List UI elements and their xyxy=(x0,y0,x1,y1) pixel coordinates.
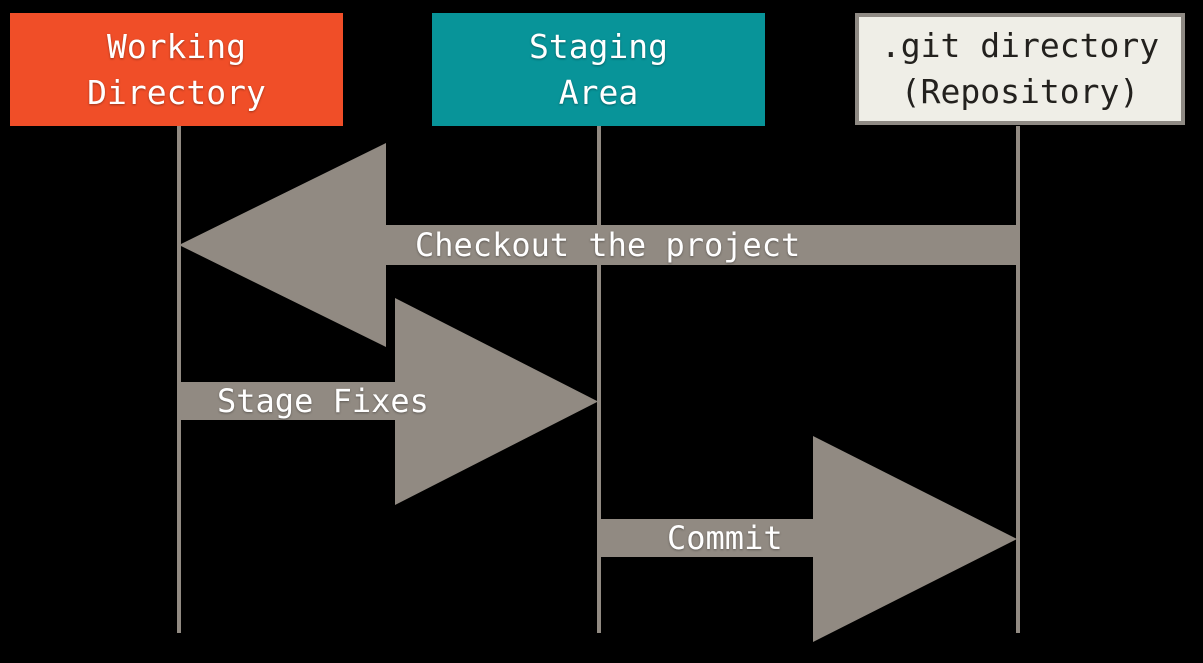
checkout-arrow-label: Checkout the project xyxy=(415,226,801,264)
working-directory-box: Working Directory xyxy=(10,13,343,126)
stage-fixes-arrow-label: Stage Fixes xyxy=(217,382,429,420)
staging-area-label-line2: Area xyxy=(558,72,639,112)
commit-arrowhead-icon xyxy=(813,436,1017,642)
commit-arrow-label: Commit xyxy=(667,519,783,557)
checkout-arrow-shaft xyxy=(385,225,1017,265)
working-directory-lifeline xyxy=(177,126,181,633)
staging-area-box: Staging Area xyxy=(432,13,765,126)
git-directory-label-line1: .git directory xyxy=(880,26,1160,65)
stage-fixes-arrow-shaft xyxy=(179,382,396,420)
git-directory-lifeline xyxy=(1016,126,1020,633)
commit-arrow-shaft xyxy=(599,519,814,557)
working-directory-label-line2: Directory xyxy=(87,72,266,112)
git-directory-label-line2: (Repository) xyxy=(900,72,1140,111)
git-directory-box: .git directory (Repository) xyxy=(855,13,1185,125)
working-directory-label-line1: Working xyxy=(106,26,247,66)
staging-area-label-line1: Staging xyxy=(528,26,669,66)
checkout-arrowhead-icon xyxy=(179,143,386,347)
staging-area-lifeline xyxy=(597,126,601,633)
